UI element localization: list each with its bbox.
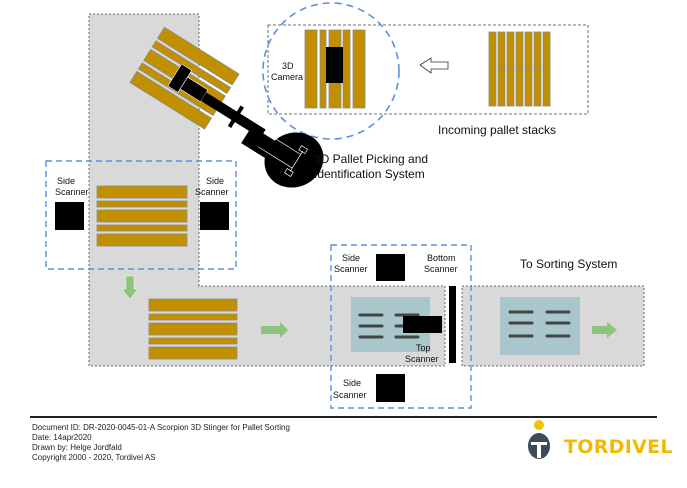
cover-join [90, 280, 198, 288]
side-scanner-left-icon [55, 202, 84, 230]
sorted-pallet-boards [508, 310, 571, 338]
scan-zone-main [330, 244, 472, 409]
drawn-by: Drawn by: Helge Jordfald [32, 443, 122, 452]
side-label-top-2: Scanner [334, 264, 368, 274]
side-label-left-1: Side [57, 176, 75, 186]
document-info: Document ID: DR-2020-0045-01-A Scorpion … [32, 423, 290, 463]
camera-icon [326, 47, 343, 83]
incoming-arrow-icon [419, 57, 449, 74]
bottom-scanner-icon [449, 286, 456, 363]
right-arrow-icon [261, 322, 288, 338]
side-label-right-1: Side [206, 176, 224, 186]
pallet-side-scan [96, 185, 188, 247]
incoming-stack [488, 31, 551, 107]
side-label-top-1: Side [342, 253, 360, 263]
top-scanner-icon [403, 316, 442, 333]
bottom-label-1: Bottom [427, 253, 456, 263]
picking-label-2: Identification System [314, 167, 425, 181]
top-label-2: Scanner [405, 354, 439, 364]
document-id: Document ID: DR-2020-0045-01-A Scorpion … [32, 423, 290, 432]
side-scanner-top-icon [376, 254, 405, 281]
side-scan-zone-left [45, 160, 237, 270]
incoming-label: Incoming pallet stacks [438, 123, 556, 137]
document-date: Date: 14apr2020 [32, 433, 92, 442]
to-sorting-label: To Sorting System [520, 257, 617, 271]
scarab-beetle-icon [528, 420, 550, 459]
sorting-arrow-icon [592, 322, 617, 338]
side-label-right-2: Scanner [195, 187, 229, 197]
side-label-left-2: Scanner [55, 187, 89, 197]
robot-arm [129, 26, 324, 188]
picking-label-1: 3D Pallet Picking and [314, 152, 428, 166]
side-label-bottom-2: Scanner [333, 390, 367, 400]
brand-name: TORDIVEL [564, 436, 673, 458]
top-label-1: Top [416, 343, 431, 353]
down-arrow-icon [121, 275, 139, 300]
pallet-conveyor [148, 298, 238, 360]
camera-label-2: Camera [271, 72, 303, 82]
side-label-bottom-1: Side [343, 378, 361, 388]
camera-label-1: 3D [282, 61, 294, 71]
sorted-pallet [500, 297, 580, 355]
side-scanner-bottom-icon [376, 374, 405, 402]
copyright: Copyright 2000 - 2020, Tordivel AS [32, 453, 156, 462]
side-scanner-right-icon [200, 202, 229, 230]
bottom-label-2: Scanner [424, 264, 458, 274]
footer-rule [30, 416, 657, 418]
camera-zone [262, 2, 400, 140]
incoming-area [267, 24, 589, 115]
